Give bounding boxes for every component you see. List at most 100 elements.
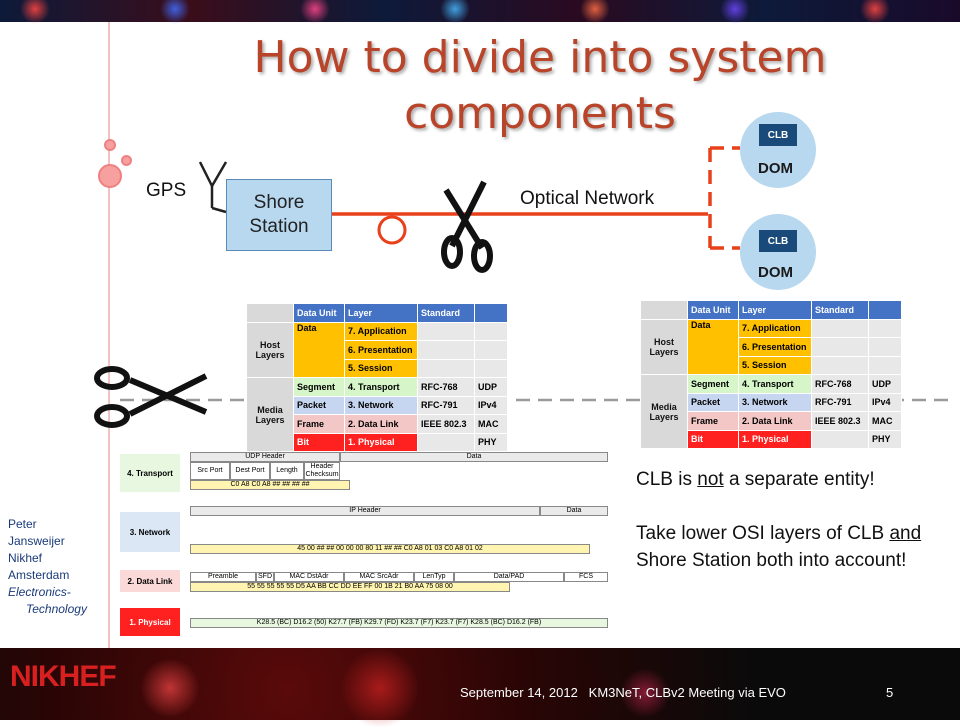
table-cell: Frame xyxy=(687,411,739,431)
left-vertical-line xyxy=(108,22,110,648)
preamble-box: Preamble xyxy=(190,572,256,582)
osi-table-right: Data Unit Layer Standard Host Layers Dat… xyxy=(640,300,902,449)
nikhef-logo: NIKHEF xyxy=(10,660,117,693)
mac-dst-box: MAC DstAdr xyxy=(274,572,344,582)
table-cell: 1. Physical xyxy=(344,432,418,452)
dom-top: CLB DOM xyxy=(740,112,816,188)
clb-box: CLB xyxy=(759,230,797,252)
author-name: Peter xyxy=(8,517,37,531)
decorative-bubble-small xyxy=(104,139,116,151)
table-cell: IPv4 xyxy=(474,395,508,415)
host-layers-label: Host Layers xyxy=(640,318,688,375)
media-layers-label: Media Layers xyxy=(246,377,294,452)
decorative-bubble-large xyxy=(98,164,122,188)
table-cell: Bit xyxy=(687,429,739,449)
table-header: Layer xyxy=(738,300,812,320)
data-box: Data xyxy=(540,506,608,516)
table-cell: UDP xyxy=(868,374,902,394)
author-city: Amsterdam xyxy=(8,568,70,582)
note-text: CLB is not a separate entity! Take lower… xyxy=(636,466,956,574)
table-cell: RFC-768 xyxy=(811,374,869,394)
table-cell: 4. Transport xyxy=(344,377,418,397)
slide-title: How to divide into system components xyxy=(253,32,827,139)
author-org: Nikhef xyxy=(8,551,43,565)
dest-port-box: Dest Port xyxy=(230,462,270,480)
table-cell: Data xyxy=(687,318,739,375)
table-header: Data Unit xyxy=(687,300,739,320)
frame-row-label: 1. Physical xyxy=(120,608,180,636)
udp-bytes: C0 A8 C0 A8 ## ## ## ## xyxy=(190,480,350,490)
scissors-icon xyxy=(441,180,493,273)
page-number: 5 xyxy=(886,685,894,700)
clb-box: CLB xyxy=(759,124,797,146)
fcs-box: FCS xyxy=(564,572,608,582)
table-cell: RFC-791 xyxy=(811,392,869,412)
sfd-box: SFD xyxy=(256,572,274,582)
table-cell: Bit xyxy=(293,432,345,452)
header-checksum-box: Header Checksum xyxy=(304,462,340,480)
udp-header-box: UDP Header xyxy=(190,452,340,462)
author-dept: Technology xyxy=(26,602,87,616)
author-block: Peter Jansweijer Nikhef Amsterdam Electr… xyxy=(8,516,87,618)
protocol-frames-figure: 4. Transport 3. Network 2. Data Link 1. … xyxy=(120,450,610,640)
table-cell: UDP xyxy=(474,377,508,397)
dom-label: DOM xyxy=(758,160,793,177)
note-line-1: CLB is not a separate entity! xyxy=(636,469,875,490)
table-cell: IEEE 802.3 xyxy=(811,411,869,431)
footer-text: September 14, 2012 KM3NeT, CLBv2 Meeting… xyxy=(460,685,786,700)
optical-network-label: Optical Network xyxy=(520,188,655,209)
table-cell: 5. Session xyxy=(344,358,418,378)
top-decorative-band xyxy=(0,0,960,24)
frame-row-label: 3. Network xyxy=(120,512,180,552)
table-cell: 2. Data Link xyxy=(344,414,418,434)
dom-label: DOM xyxy=(758,264,793,281)
table-cell: 6. Presentation xyxy=(738,337,812,357)
table-cell: Data xyxy=(293,321,345,378)
table-cell: 7. Application xyxy=(738,318,812,338)
table-cell: RFC-791 xyxy=(417,395,475,415)
table-header: Data Unit xyxy=(293,303,345,323)
table-cell: PHY xyxy=(868,429,902,449)
phy-codes: K28.5 (BC) D16.2 (50) K27.7 (FB) K29.7 (… xyxy=(190,618,608,628)
table-cell: 3. Network xyxy=(738,392,812,412)
note-line-2: Take lower OSI layers of CLB and Shore S… xyxy=(636,523,922,571)
ip-bytes: 45 00 ## ## 00 00 00 80 11 ## ## C0 A8 0… xyxy=(190,544,590,554)
table-cell: Segment xyxy=(687,374,739,394)
scissors-icon xyxy=(94,366,208,428)
table-cell: 4. Transport xyxy=(738,374,812,394)
decorative-bubble-small xyxy=(121,155,132,166)
table-header: Standard xyxy=(811,300,869,320)
table-cell: IEEE 802.3 xyxy=(417,414,475,434)
table-cell: 3. Network xyxy=(344,395,418,415)
author-surname: Jansweijer xyxy=(8,534,65,548)
table-cell: Frame xyxy=(293,414,345,434)
src-port-box: Src Port xyxy=(190,462,230,480)
lentyp-box: LenTyp xyxy=(414,572,454,582)
shore-station-box: Shore Station xyxy=(226,179,332,251)
frame-row-label: 4. Transport xyxy=(120,454,180,492)
table-cell: 6. Presentation xyxy=(344,340,418,360)
table-cell: 2. Data Link xyxy=(738,411,812,431)
dom-bottom: CLB DOM xyxy=(740,214,816,290)
table-cell: 1. Physical xyxy=(738,429,812,449)
mac-bytes: 55 55 55 55 55 D5 AA BB CC DD EE FF 00 1… xyxy=(190,582,510,592)
media-layers-label: Media Layers xyxy=(640,374,688,449)
table-cell: Packet xyxy=(687,392,739,412)
ip-header-box: IP Header xyxy=(190,506,540,516)
table-cell: 7. Application xyxy=(344,321,418,341)
osi-table-left: Data Unit Layer Standard Host Layers Dat… xyxy=(246,303,508,452)
bottom-decorative-band xyxy=(0,648,960,728)
table-header: Standard xyxy=(417,303,475,323)
length-box: Length xyxy=(270,462,304,480)
table-cell: Packet xyxy=(293,395,345,415)
gps-antenna-icon xyxy=(198,161,228,214)
table-cell: Segment xyxy=(293,377,345,397)
table-cell: 5. Session xyxy=(738,355,812,375)
author-dept: Electronics- xyxy=(8,585,71,599)
table-header: Layer xyxy=(344,303,418,323)
table-cell: RFC-768 xyxy=(417,377,475,397)
table-cell: MAC xyxy=(474,414,508,434)
mac-src-box: MAC SrcAdr xyxy=(344,572,414,582)
table-cell: PHY xyxy=(474,432,508,452)
data-pad-box: Data/PAD xyxy=(454,572,564,582)
